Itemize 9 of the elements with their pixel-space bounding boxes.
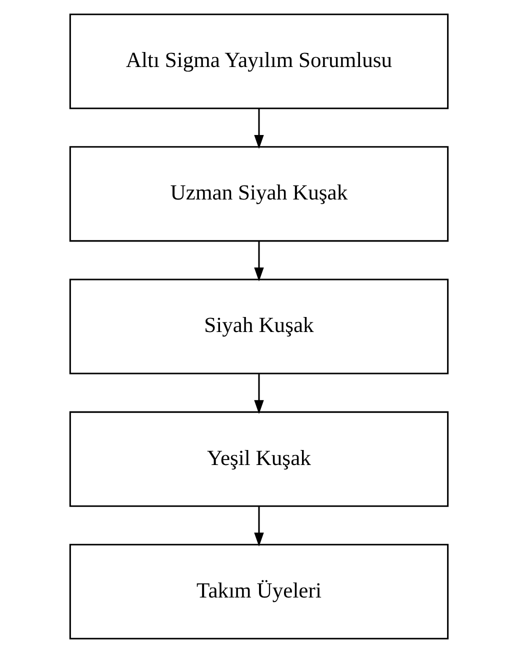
- arrow: [254, 241, 264, 282]
- arrow: [254, 506, 264, 547]
- node-box: Altı Sigma Yayılım Sorumlusu: [68, 14, 448, 110]
- arrow: [254, 374, 264, 414]
- arrow: [254, 108, 264, 149]
- node-box: Takım Üyeleri: [68, 544, 448, 640]
- node-box: Uzman Siyah Kuşak: [68, 146, 448, 242]
- node-box: Yeşil Kuşak: [68, 411, 448, 507]
- node-box: Siyah Kuşak: [68, 278, 448, 374]
